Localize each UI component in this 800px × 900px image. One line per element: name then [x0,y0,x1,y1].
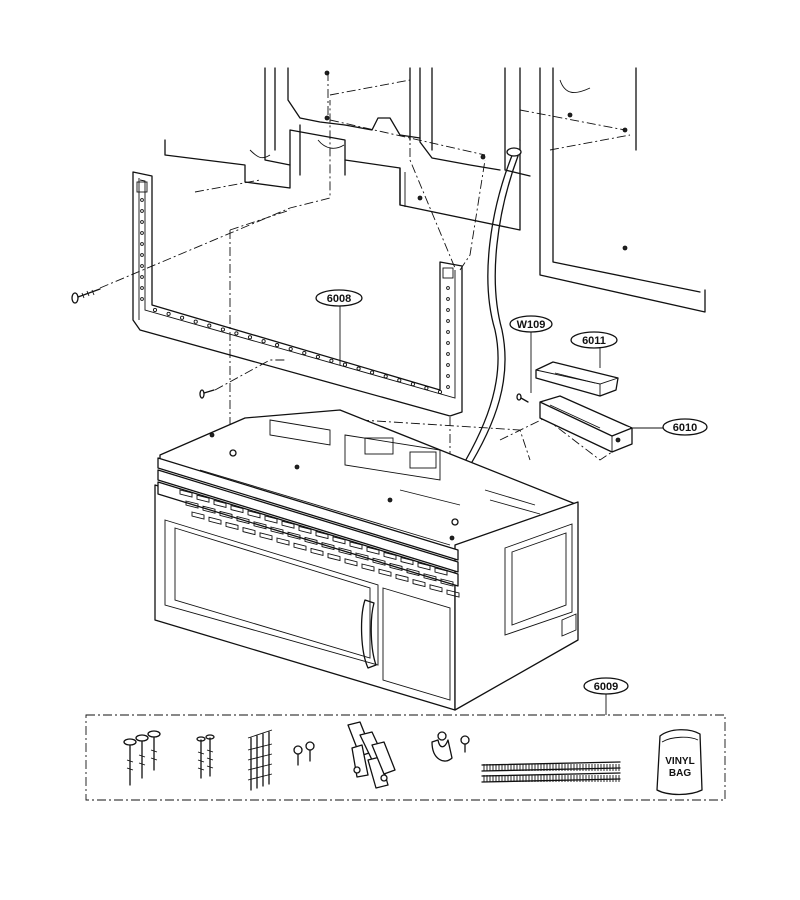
callout-6011-label: 6011 [582,335,606,347]
mounting-plate [71,171,463,417]
callout-6008-label: 6008 [327,293,351,305]
large-screws-icon [123,730,161,786]
callout-6011: 6011 [570,331,618,349]
vinyl-bag-icon: VINYL BAG [656,729,703,796]
power-cord [459,147,522,473]
vinyl-bag-label-line2: BAG [669,768,691,779]
callout-6009: 6009 [583,677,629,695]
callout-6010: 6010 [662,418,708,436]
callout-6008: 6008 [315,289,363,307]
strips-icon [481,761,621,783]
callout-w109: W109 [509,315,553,333]
part-6010-box [539,395,633,453]
w109-screw [516,393,529,403]
callout-6010-label: 6010 [673,422,697,434]
callout-w109-label: W109 [517,319,546,331]
wall-cabinets [164,67,706,313]
part-6011-cover [535,361,619,397]
vinyl-bag-label-line1: VINYL [665,756,694,767]
small-screws-icon [293,741,315,766]
slender-screws-icon [196,734,215,779]
cord-clamp-icon [431,731,470,762]
callout-leaders [339,304,664,715]
hardware-kit: VINYL BAG [85,714,726,801]
microwave [154,409,579,711]
callout-6009-label: 6009 [594,681,618,693]
long-screws-icon [247,729,273,791]
brackets-icon [347,721,396,789]
